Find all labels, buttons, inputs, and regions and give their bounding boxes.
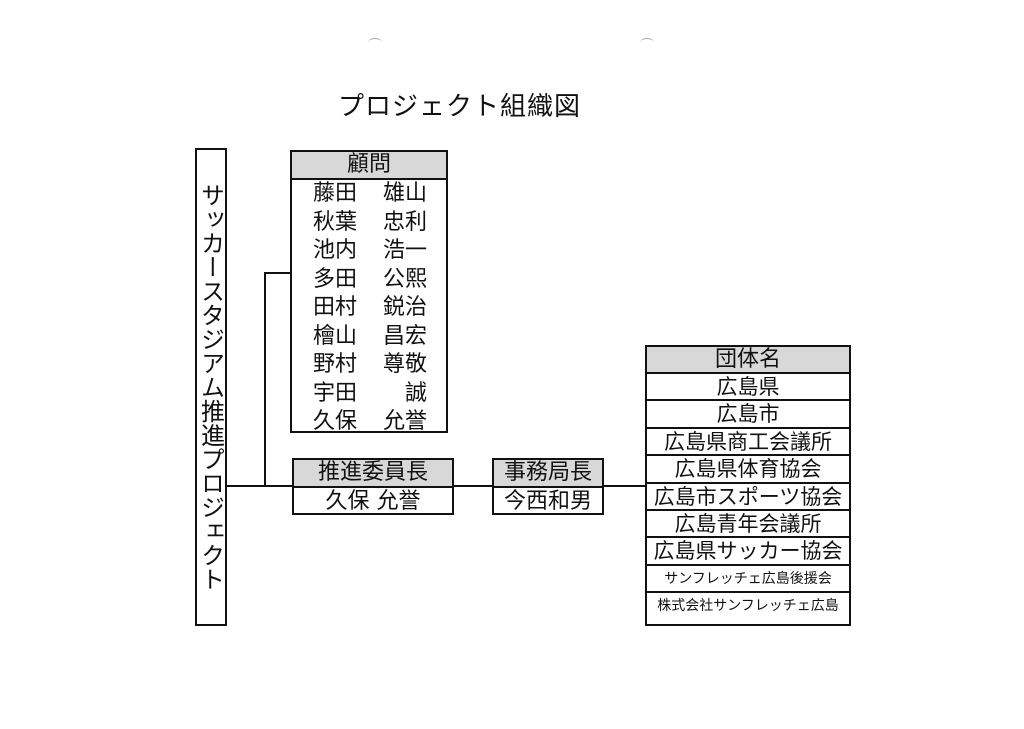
page-title: プロジェクト組織図: [338, 92, 582, 122]
secretariat-name: 今西和男: [503, 489, 592, 514]
organization-row: 広島市スポーツ協会: [647, 484, 849, 511]
advisor-row: 秋葉忠利: [292, 209, 446, 238]
chair-header: 推進委員長: [294, 460, 452, 488]
advisor-given-name: 忠利: [382, 209, 427, 235]
advisor-given-name: 允誉: [382, 409, 427, 434]
organization-row: サンフレッチェ広島後援会: [647, 566, 849, 594]
advisor-given-name: 誠: [404, 380, 427, 406]
advisor-family-name: 久保: [312, 409, 357, 434]
organizations-box: 団体名 広島県広島市広島県商工会議所広島県体育協会広島市スポーツ協会広島青年会議…: [645, 345, 851, 626]
advisor-family-name: 田村: [312, 295, 357, 320]
advisor-family-name: 多田: [312, 266, 357, 292]
advisor-given-name: 雄山: [382, 181, 427, 206]
organization-row: 広島県商工会議所: [647, 429, 849, 457]
advisor-connector-vertical: [264, 272, 266, 486]
organization-row: 広島市: [647, 401, 849, 429]
punch-mark: [640, 38, 654, 47]
organization-row: 株式会社サンフレッチェ広島: [657, 598, 839, 615]
advisor-family-name: 藤田: [312, 181, 357, 206]
chair-box: 推進委員長 久保 允誉: [292, 458, 454, 515]
advisor-connector-horizontal: [264, 272, 290, 274]
advisor-given-name: 鋭治: [382, 295, 427, 320]
advisor-family-name: 池内: [312, 238, 357, 263]
advisor-row: 久保允誉: [292, 408, 446, 437]
advisor-given-name: 昌宏: [382, 323, 427, 349]
advisor-row: 池内浩一: [292, 237, 446, 266]
organization-row: 広島県サッカー協会: [647, 538, 849, 566]
advisor-row: 野村尊敬: [292, 351, 446, 380]
advisor-family-name: 秋葉: [312, 209, 357, 235]
organization-row: 広島青年会議所: [647, 511, 849, 539]
organization-row: 広島県体育協会: [647, 456, 849, 484]
organizations-header: 団体名: [647, 347, 849, 374]
secretariat-header: 事務局長: [494, 460, 602, 488]
advisor-row: 藤田雄山: [292, 180, 446, 209]
advisor-row: 田村鋭治: [292, 294, 446, 323]
organization-row: 広島県: [647, 374, 849, 402]
advisor-given-name: 浩一: [382, 238, 427, 263]
secretariat-box: 事務局長 今西和男: [492, 458, 604, 515]
advisor-row: 宇田 誠: [292, 380, 446, 409]
advisor-family-name: 野村: [312, 352, 357, 377]
advisor-given-name: 尊敬: [382, 352, 427, 377]
punch-mark: [368, 38, 382, 47]
advisor-family-name: 宇田: [312, 380, 357, 406]
advisor-row: 檜山昌宏: [292, 323, 446, 352]
chair-name: 久保 允誉: [325, 489, 421, 514]
advisors-box: 顧問 藤田雄山秋葉忠利池内浩一多田公熙田村鋭治檜山昌宏野村尊敬宇田誠久保允誉: [290, 150, 448, 434]
project-box: サッカースタジアム推進プロジェクト: [195, 148, 227, 626]
advisor-family-name: 檜山: [312, 323, 357, 349]
advisor-given-name: 公熙: [382, 266, 427, 292]
advisor-row: 多田公熙: [292, 266, 446, 295]
advisors-header: 顧問: [292, 152, 446, 180]
